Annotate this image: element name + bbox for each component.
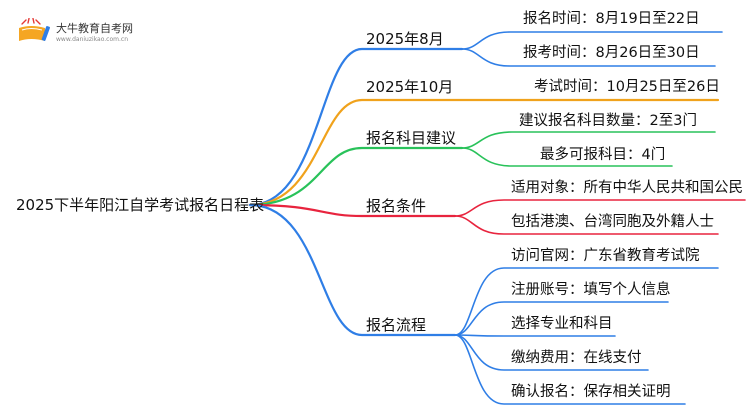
branch-label-process: 报名流程 — [366, 316, 427, 334]
leaf-process-visit-site: 访问官网：广东省教育考试院 — [511, 248, 700, 264]
leaf-line-process-2 — [454, 301, 669, 336]
leaf-line-aug-2 — [461, 48, 716, 67]
leaf-process-pay: 缴纳费用：在线支付 — [511, 350, 642, 366]
leaf-process-confirm: 确认报名：保存相关证明 — [511, 384, 671, 400]
branch-label-conditions: 报名条件 — [366, 197, 427, 215]
leaf-aug-exam-registration-time: 报考时间：8月26日至30日 — [523, 45, 700, 61]
logo-url: www.daniuzikao.com.cn — [56, 36, 128, 43]
leaf-line-conditions-2 — [454, 215, 719, 235]
branch-label-subjects: 报名科目建议 — [366, 129, 457, 147]
book-pencil-icon — [19, 18, 50, 41]
leaf-conditions-eligible: 适用对象：所有中华人民共和国公民 — [511, 180, 743, 196]
logo-name: 大牛教育自考网 — [56, 22, 133, 35]
leaf-line-process-1 — [454, 267, 719, 336]
leaf-process-select: 选择专业和科目 — [511, 316, 613, 332]
branch-line-process — [248, 203, 457, 337]
leaf-subjects-max: 最多可报科目：4门 — [540, 147, 666, 163]
site-logo: 大牛教育自考网 www.daniuzikao.com.cn — [14, 14, 154, 48]
root-topic: 2025下半年阳江自学考试报名日程表 — [16, 196, 265, 214]
leaf-aug-registration-time: 报名时间：8月19日至22日 — [523, 11, 700, 27]
branch-line-subjects — [248, 146, 464, 207]
leaf-line-subjects-2 — [461, 147, 673, 167]
leaf-line-conditions-1 — [454, 199, 746, 217]
leaf-line-subjects-1 — [461, 131, 716, 149]
leaf-subjects-suggested: 建议报名科目数量：2至3门 — [519, 113, 697, 129]
leaf-line-process-3 — [454, 334, 616, 337]
branch-line-conditions — [248, 203, 457, 218]
branch-line-oct — [248, 98, 720, 207]
leaf-line-process-5 — [454, 334, 686, 405]
leaf-oct-exam-time: 考试时间：10月25日至26日 — [534, 79, 720, 95]
branch-line-aug — [248, 47, 464, 207]
branch-label-oct: 2025年10月 — [366, 78, 454, 96]
leaf-line-aug-1 — [461, 31, 723, 50]
leaf-line-process-4 — [454, 334, 649, 371]
leaf-conditions-includes: 包括港澳、台湾同胞及外籍人士 — [511, 214, 714, 230]
leaf-process-register: 注册账号：填写个人信息 — [511, 282, 671, 298]
branch-label-aug: 2025年8月 — [366, 30, 444, 48]
